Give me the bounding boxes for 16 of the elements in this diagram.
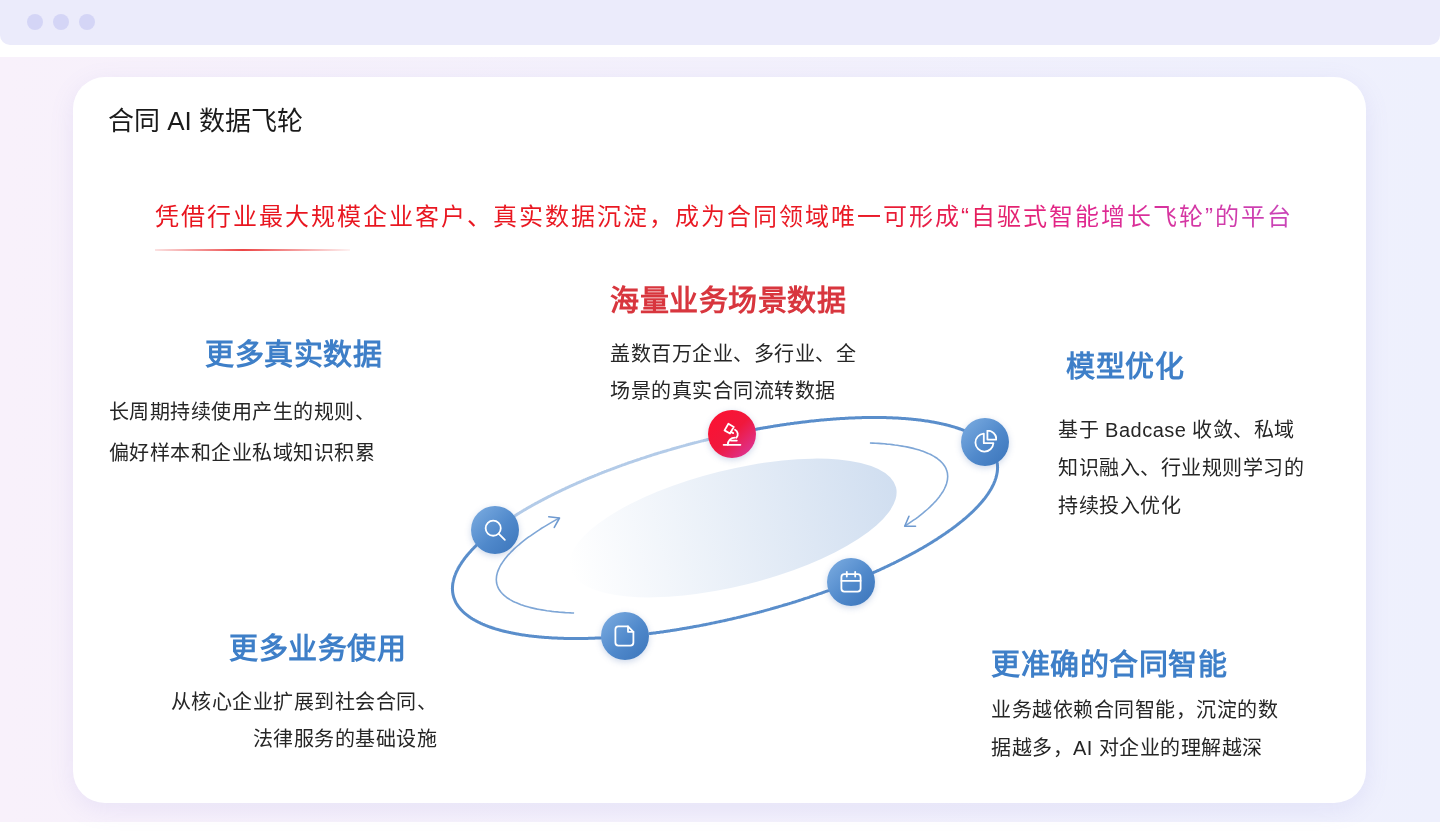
description-text: 基于 Badcase 收敛、私域知识融入、行业规则学习的持续投入优化 bbox=[1058, 418, 1305, 519]
orbit-line bbox=[754, 416, 966, 432]
orbit-line bbox=[513, 438, 710, 518]
section-heading: 更多业务使用 bbox=[229, 632, 406, 667]
orbit-line bbox=[450, 543, 603, 640]
description-text: 长周期持续使用产生的规则、偏好样本和企业私域知识积累 bbox=[107, 400, 375, 466]
section-heading: 海量业务场景数据 bbox=[610, 284, 846, 319]
section-heading: 更多真实数据 bbox=[205, 338, 382, 373]
description-text: 从核心企业扩展到社会合同、法律服务的基础设施 bbox=[169, 690, 437, 752]
description-text: 业务越依赖合同智能，沉淀的数据越多，AI 对企业的理解越深 bbox=[991, 698, 1279, 761]
description-text: 盖数百万企业、多行业、全场景的真实合同流转数据 bbox=[610, 342, 857, 404]
title: 合同 AI 数据飞轮 bbox=[108, 105, 303, 138]
section-heading: 更准确的合同智能 bbox=[991, 648, 1227, 683]
orbit-line bbox=[871, 461, 1000, 575]
section-heading: 模型优化 bbox=[1066, 350, 1184, 385]
orbit-line bbox=[648, 589, 830, 636]
